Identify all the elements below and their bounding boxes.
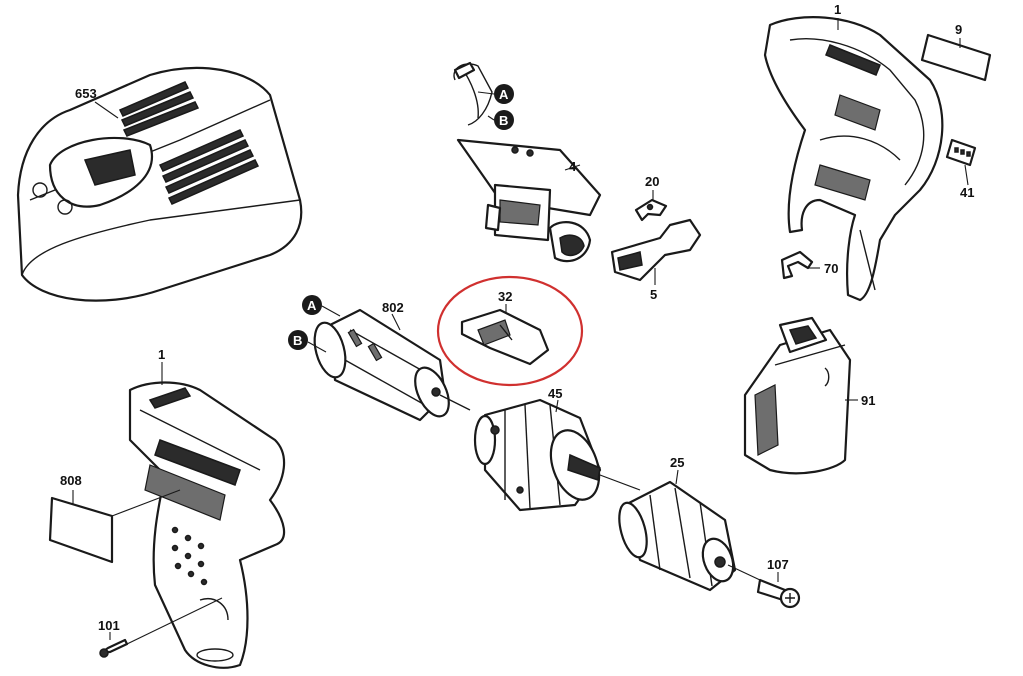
clip-70 <box>780 250 814 280</box>
screw-101 <box>99 638 129 658</box>
label-91: 91 <box>861 393 875 408</box>
label-653: 653 <box>75 86 97 101</box>
label-70: 70 <box>824 261 838 276</box>
housing-half-1-top <box>763 16 944 302</box>
screw-107 <box>756 578 801 609</box>
label-20: 20 <box>645 174 659 189</box>
label-802: 802 <box>382 300 404 315</box>
label-4: 4 <box>569 159 577 174</box>
label-45: 45 <box>548 386 562 401</box>
connector-badge-a-top: A <box>494 84 514 104</box>
svg-text:A: A <box>499 87 509 102</box>
connector-badge-b-motor: B <box>288 330 308 350</box>
svg-text:B: B <box>293 333 302 348</box>
label-5: 5 <box>650 287 657 302</box>
svg-text:B: B <box>499 113 508 128</box>
gearbox-45 <box>473 398 602 512</box>
lever-20 <box>634 198 668 222</box>
charger-653 <box>16 66 303 302</box>
label-plate-41 <box>945 138 977 167</box>
label-25: 25 <box>670 455 684 470</box>
chuck-25 <box>618 480 737 592</box>
label-101: 101 <box>98 618 120 633</box>
direction-switch-32 <box>460 308 550 366</box>
motor-802 <box>313 308 471 422</box>
label-107: 107 <box>767 557 789 572</box>
nameplate-808 <box>48 496 114 564</box>
label-808: 808 <box>60 473 82 488</box>
label-9: 9 <box>955 22 962 37</box>
housing-half-1-bottom <box>128 381 286 669</box>
label-1-bottom: 1 <box>158 347 165 362</box>
charger-vent-slots <box>118 81 260 205</box>
battery-91 <box>743 316 852 475</box>
label-32: 32 <box>498 289 512 304</box>
switch-assembly-4 <box>453 61 602 263</box>
svg-text:A: A <box>307 298 317 313</box>
label-1-top: 1 <box>834 2 841 17</box>
connector-badge-a-motor: A <box>302 295 322 315</box>
slider-5 <box>610 218 702 282</box>
nameplate-9 <box>920 33 992 82</box>
connector-badge-b-top: B <box>494 110 514 130</box>
highlight-circle <box>436 275 584 387</box>
grip-texture <box>171 526 208 586</box>
label-41: 41 <box>960 185 974 200</box>
